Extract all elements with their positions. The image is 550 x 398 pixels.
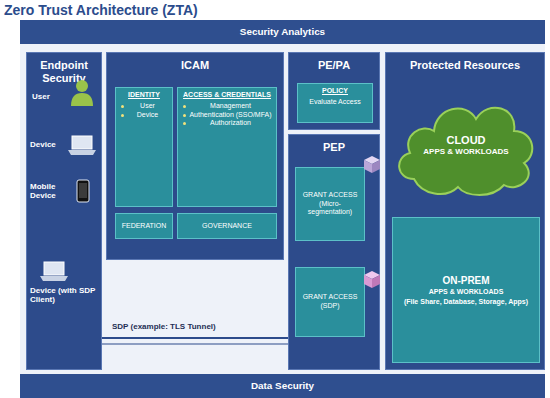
node-heading: FEDERATION [120,222,168,231]
node-heading: PE/PA [289,53,379,72]
bullet-item: Authorization [182,119,272,128]
bullet-dot [183,105,186,108]
node-heading: GRANT ACCESS (SDP) [300,293,360,311]
top-band: Security Analytics [20,20,545,44]
policy-box: POLICY Evaluate Access [297,83,373,123]
bullet-item: Management [182,102,272,111]
node-heading: CLOUD [392,134,540,147]
node-heading: GOVERNANCE [182,222,272,231]
identity-box: IDENTITY UserDevice [115,87,173,207]
node-heading: Security Analytics [20,20,545,44]
tunnel-label: SDP (example: TLS Tunnel) [112,322,282,331]
device-label: User [32,92,68,101]
node-heading: Endpoint Security [27,53,101,84]
cube-icon [364,156,380,173]
laptop-icon [68,136,96,155]
bottom-band: Data Security [20,374,545,398]
pep-panel: PEP GRANT ACCESS (Micro-segmentation) GRAN… [288,134,380,370]
grant-box: GRANT ACCESS (Micro-segmentation) [295,167,365,241]
node-text: Authentication (SSO/MFA) [189,111,271,118]
pepa-panel: PE/PA POLICY Evaluate Access [288,52,380,130]
device-label: Mobile Device [30,182,72,200]
node-heading: Protected Resources [386,53,544,72]
laptop-icon [40,262,68,281]
node-heading: ACCESS & CREDENTIALS [182,91,272,100]
bullet-dot [121,105,124,108]
node-heading: Data Security [20,374,545,398]
node-text: Device [137,111,158,118]
icam-panel: ICAM IDENTITY UserDevice ACCESS & CREDENTIA… [106,52,284,260]
cloud-shape: CLOUDAPPS & WORKLOADS [392,83,540,207]
node-text: Authorization [210,119,251,126]
node-text: Management [210,102,251,109]
bullet-dot [183,122,186,125]
bullet-item: Device [120,111,168,120]
device-label: Device [30,140,68,149]
node-heading: IDENTITY [120,91,168,100]
bullet-dot [183,114,186,117]
bullet-item: Authentication (SSO/MFA) [182,111,272,120]
user-icon [71,80,93,106]
diagram-title: Zero Trust Architecture (ZTA) [4,2,198,18]
node-heading: PEP [289,135,379,154]
governance-box: GOVERNANCE [177,213,277,239]
node-heading: ICAM [107,53,283,72]
bullet-item: User [120,102,168,111]
device-label: Device (with SDP Client) [30,286,100,304]
grant-box: GRANT ACCESS (SDP) [295,267,365,337]
phone-icon [77,180,89,202]
node-text: APPS & WORKLOADS [392,147,540,157]
node-text: APPS & WORKLOADS [397,287,535,296]
main-ground [20,44,545,374]
node-text: User [140,102,155,109]
cube-icon [364,271,380,288]
federation-box: FEDERATION [115,213,173,239]
node-heading: POLICY [302,87,368,96]
bullet-dot [121,114,124,117]
node-text: (File Share, Database, Storage, Apps) [397,297,535,306]
tunnel-line [102,337,288,339]
tunnel-line [102,344,288,345]
node-text: Evaluate Access [302,98,368,107]
access-box: ACCESS & CREDENTIALS ManagementAuthentica… [177,87,277,207]
resources-panel: Protected ResourcesCLOUDAPPS & WORKLOADS… [385,52,545,370]
node-heading: ON-PREM [397,274,535,287]
node-heading: GRANT ACCESS (Micro-segmentation) [300,191,360,217]
onprem-box: ON-PREMAPPS & WORKLOADS(File Share, Data… [392,217,540,363]
